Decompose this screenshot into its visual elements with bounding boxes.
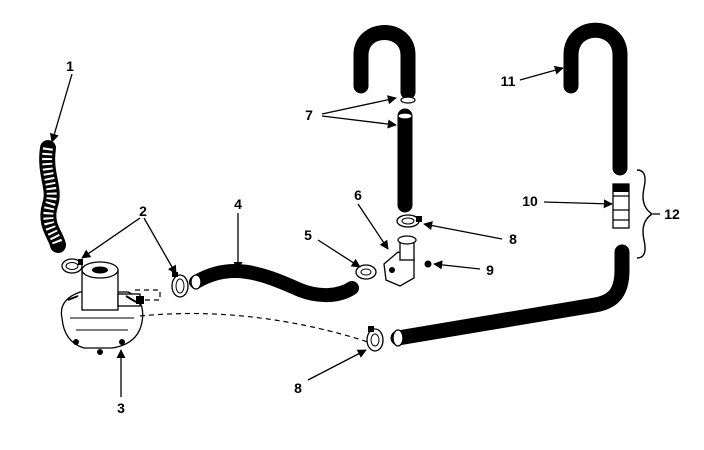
pump xyxy=(60,261,144,355)
hose-clamp-8-lower xyxy=(366,326,384,352)
pump-hose xyxy=(189,264,359,302)
assembly-bracket xyxy=(636,169,654,259)
callout-12: 12 xyxy=(664,206,680,222)
vent-hose xyxy=(353,25,416,213)
connection-line-pump-to-drain xyxy=(139,312,369,343)
leader-lines xyxy=(49,65,660,397)
callout-11: 11 xyxy=(501,73,516,89)
callout-4: 4 xyxy=(234,196,242,212)
callout-9: 9 xyxy=(486,262,494,278)
screw xyxy=(424,260,432,268)
hose-clamp-left xyxy=(61,258,83,274)
callout-1: 1 xyxy=(66,58,74,74)
callout-8-lower: 8 xyxy=(294,380,302,396)
hose-connector xyxy=(612,183,630,229)
hose-clamp-right xyxy=(171,272,189,298)
callout-5: 5 xyxy=(304,227,312,243)
callout-10: 10 xyxy=(522,193,538,209)
drain-hose-hook xyxy=(563,22,628,176)
callout-7: 7 xyxy=(305,107,313,123)
callout-2: 2 xyxy=(139,203,147,219)
tee-fitting xyxy=(383,235,417,287)
callout-8-upper: 8 xyxy=(509,231,517,247)
callout-6: 6 xyxy=(354,187,362,203)
drain-hose xyxy=(390,244,630,346)
hose-clamp-8-upper xyxy=(396,214,422,228)
hose-clamp-5 xyxy=(355,264,377,280)
callout-3: 3 xyxy=(117,400,125,416)
connection-line-pump-to-clamp xyxy=(135,289,161,301)
corrugated-hose xyxy=(39,140,66,253)
